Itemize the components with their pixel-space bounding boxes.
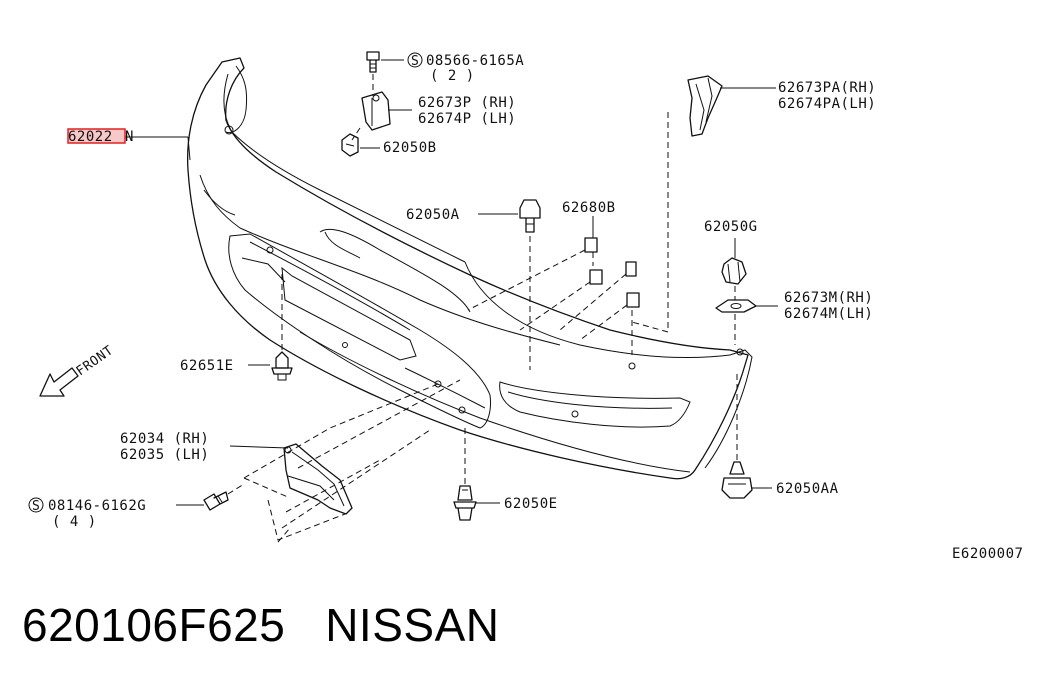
label-62050aa: 62050AA <box>776 481 839 497</box>
label-62674pa: 62674PA(LH) <box>778 96 876 112</box>
label-08566-6165a: 08566-6165A <box>426 53 524 69</box>
lower-grille-icon <box>283 443 353 515</box>
footer-brand: NISSAN <box>325 599 500 651</box>
lower-bolt-icon <box>203 491 229 511</box>
front-arrow-icon <box>39 367 79 397</box>
square-clips-icon <box>584 237 640 308</box>
label-62651e: 62651E <box>180 358 234 374</box>
clip-62050aa-icon <box>721 461 753 499</box>
side-bracket-icon <box>687 75 723 137</box>
s-marker-upper-icon <box>407 52 423 68</box>
label-62673pa: 62673PA(RH) <box>778 80 876 96</box>
clip-62651e-icon <box>271 351 293 381</box>
label-62022: 62022 <box>68 129 113 145</box>
diagram-code: E6200007 <box>952 546 1023 562</box>
center-bracket-icon <box>361 91 391 131</box>
label-08566-6165a-qty: ( 2 ) <box>430 68 475 84</box>
clip-62050b-icon <box>341 133 359 157</box>
label-62035: 62035 (LH) <box>120 447 209 463</box>
upper-bolt-icon <box>366 51 380 73</box>
label-62673p: 62673P (RH) <box>418 95 516 111</box>
label-62680b: 62680B <box>562 200 616 216</box>
label-62022-suffix: N <box>125 129 134 145</box>
footer-caption: 620106F625 NISSAN <box>22 598 499 652</box>
lower-bracket-icon <box>715 299 757 313</box>
label-62034: 62034 (RH) <box>120 431 209 447</box>
s-marker-lower-icon <box>28 497 44 513</box>
footer-part-number: 620106F625 <box>22 599 286 651</box>
label-62674m: 62674M(LH) <box>784 306 873 322</box>
label-62673m: 62673M(RH) <box>784 290 873 306</box>
s-marker-upper-glyph: S <box>411 54 419 69</box>
clip-62050e-icon <box>453 485 477 521</box>
highlight-box <box>67 128 126 144</box>
callout-labels: 62022 N 08566-6165A ( 2 ) 62673P (RH) 62… <box>48 53 1023 562</box>
label-08146-6162g-qty: ( 4 ) <box>52 514 97 530</box>
label-62050g: 62050G <box>704 219 758 235</box>
fasteners <box>203 51 757 543</box>
label-62050b: 62050B <box>383 140 437 156</box>
front-label: FRONT <box>74 343 117 379</box>
clip-62050g-icon <box>721 257 747 285</box>
leader-lines <box>124 59 778 506</box>
label-62050a: 62050A <box>406 207 460 223</box>
bumper-fascia-drawing <box>186 57 753 480</box>
label-62674p: 62674P (LH) <box>418 111 516 127</box>
label-62050e: 62050E <box>504 496 558 512</box>
s-marker-lower-glyph: S <box>32 499 40 514</box>
clip-62050a-icon <box>519 199 541 233</box>
label-08146-6162g: 08146-6162G <box>48 498 146 514</box>
